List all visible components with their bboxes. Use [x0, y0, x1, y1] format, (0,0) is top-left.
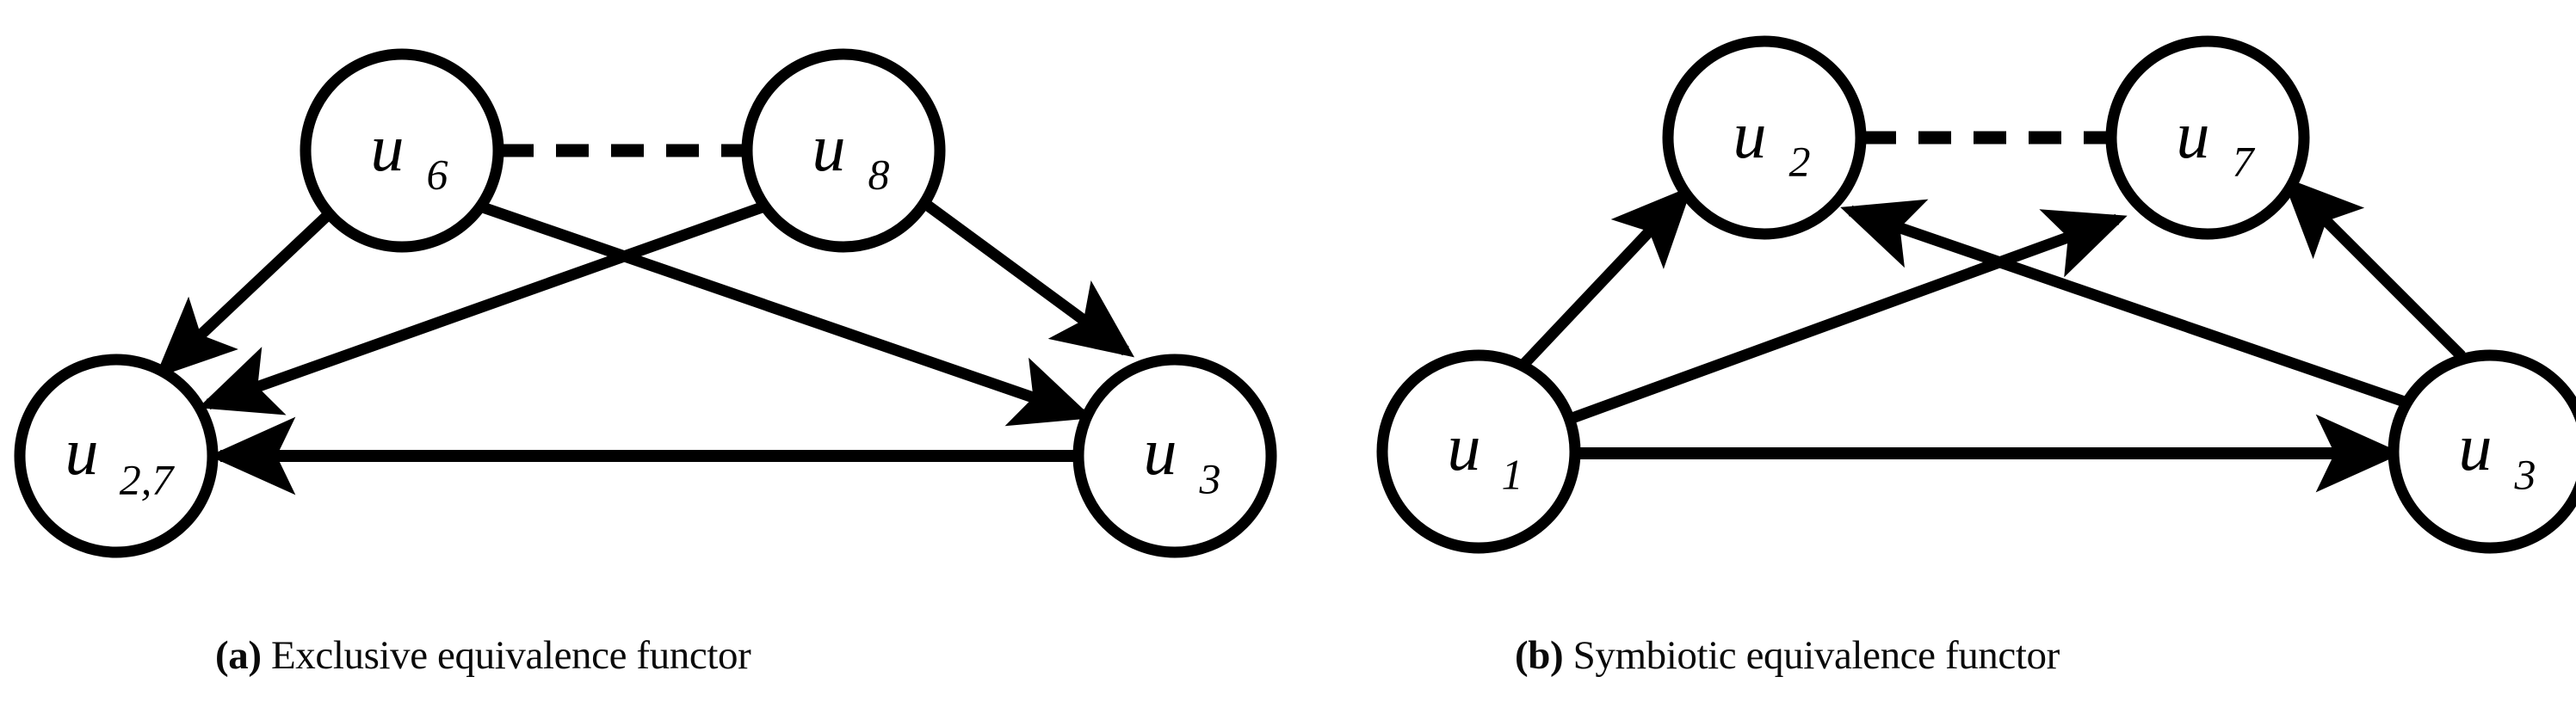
node-u3-label: u — [1144, 414, 1177, 489]
node-u27[interactable]: u 2,7 — [14, 354, 219, 558]
node-u1[interactable]: u 1 — [1376, 349, 1581, 554]
node-u2-subscript: 2 — [1789, 137, 1811, 185]
caption-b-prefix: (b) — [1515, 633, 1564, 678]
node-u6[interactable]: u 6 — [300, 48, 504, 253]
edge-u8-to-u27[interactable] — [198, 200, 767, 415]
edge-u3b-to-u2[interactable] — [1840, 199, 2417, 411]
panel-a-nodes: u 6 u 8 u 2,7 u 3 — [14, 48, 1277, 558]
edge-u1-to-u2[interactable] — [1518, 185, 1693, 370]
node-u7-label: u — [2177, 97, 2210, 172]
node-u2[interactable]: u 2 — [1662, 35, 1867, 240]
panel-a: u 6 u 8 u 2,7 u 3 — [14, 48, 1277, 558]
caption-a-text: Exclusive equivalence functor — [261, 633, 751, 678]
caption-a-prefix: (a) — [215, 633, 262, 678]
node-u27-label: u — [65, 414, 99, 489]
panel-a-edges — [154, 144, 1135, 495]
edge-u3b-to-u7[interactable] — [2282, 176, 2466, 360]
node-u1-subscript: 1 — [1502, 450, 1523, 498]
node-u8[interactable]: u 8 — [741, 48, 946, 253]
node-u8-label: u — [812, 110, 846, 185]
edge-u6-to-u3[interactable] — [475, 200, 1093, 427]
node-u7-subscript: 7 — [2233, 137, 2256, 185]
node-u8-subscript: 8 — [868, 150, 890, 198]
node-u7[interactable]: u 7 — [2105, 35, 2310, 240]
node-u6-label: u — [371, 110, 405, 185]
node-u2-label: u — [1733, 97, 1767, 172]
node-u3b-label: u — [2459, 409, 2493, 484]
edge-u8-to-u3[interactable] — [921, 198, 1135, 358]
edge-u1-to-u7[interactable] — [1567, 209, 2128, 425]
caption-panel-a: (a) Exclusive equivalence functor — [215, 632, 751, 679]
edge-u6-to-u27[interactable] — [154, 210, 333, 378]
node-u3-subscript: 3 — [1199, 454, 1221, 502]
node-u1-label: u — [1448, 409, 1481, 484]
panel-b-edges — [1518, 131, 2466, 493]
caption-b-text: Symbiotic equivalence functor — [1563, 633, 2060, 678]
node-u3-panel-a[interactable]: u 3 — [1072, 354, 1277, 558]
node-u3-panel-b[interactable]: u 3 — [2388, 349, 2576, 554]
caption-panel-b: (b) Symbiotic equivalence functor — [1515, 632, 2060, 679]
panel-b-nodes: u 2 u 7 u 1 u 3 — [1376, 35, 2576, 554]
node-u27-subscript: 2,7 — [120, 455, 176, 503]
node-u6-subscript: 6 — [427, 150, 448, 198]
node-u3b-subscript: 3 — [2514, 450, 2536, 498]
panel-b: u 2 u 7 u 1 u 3 — [1376, 35, 2576, 554]
